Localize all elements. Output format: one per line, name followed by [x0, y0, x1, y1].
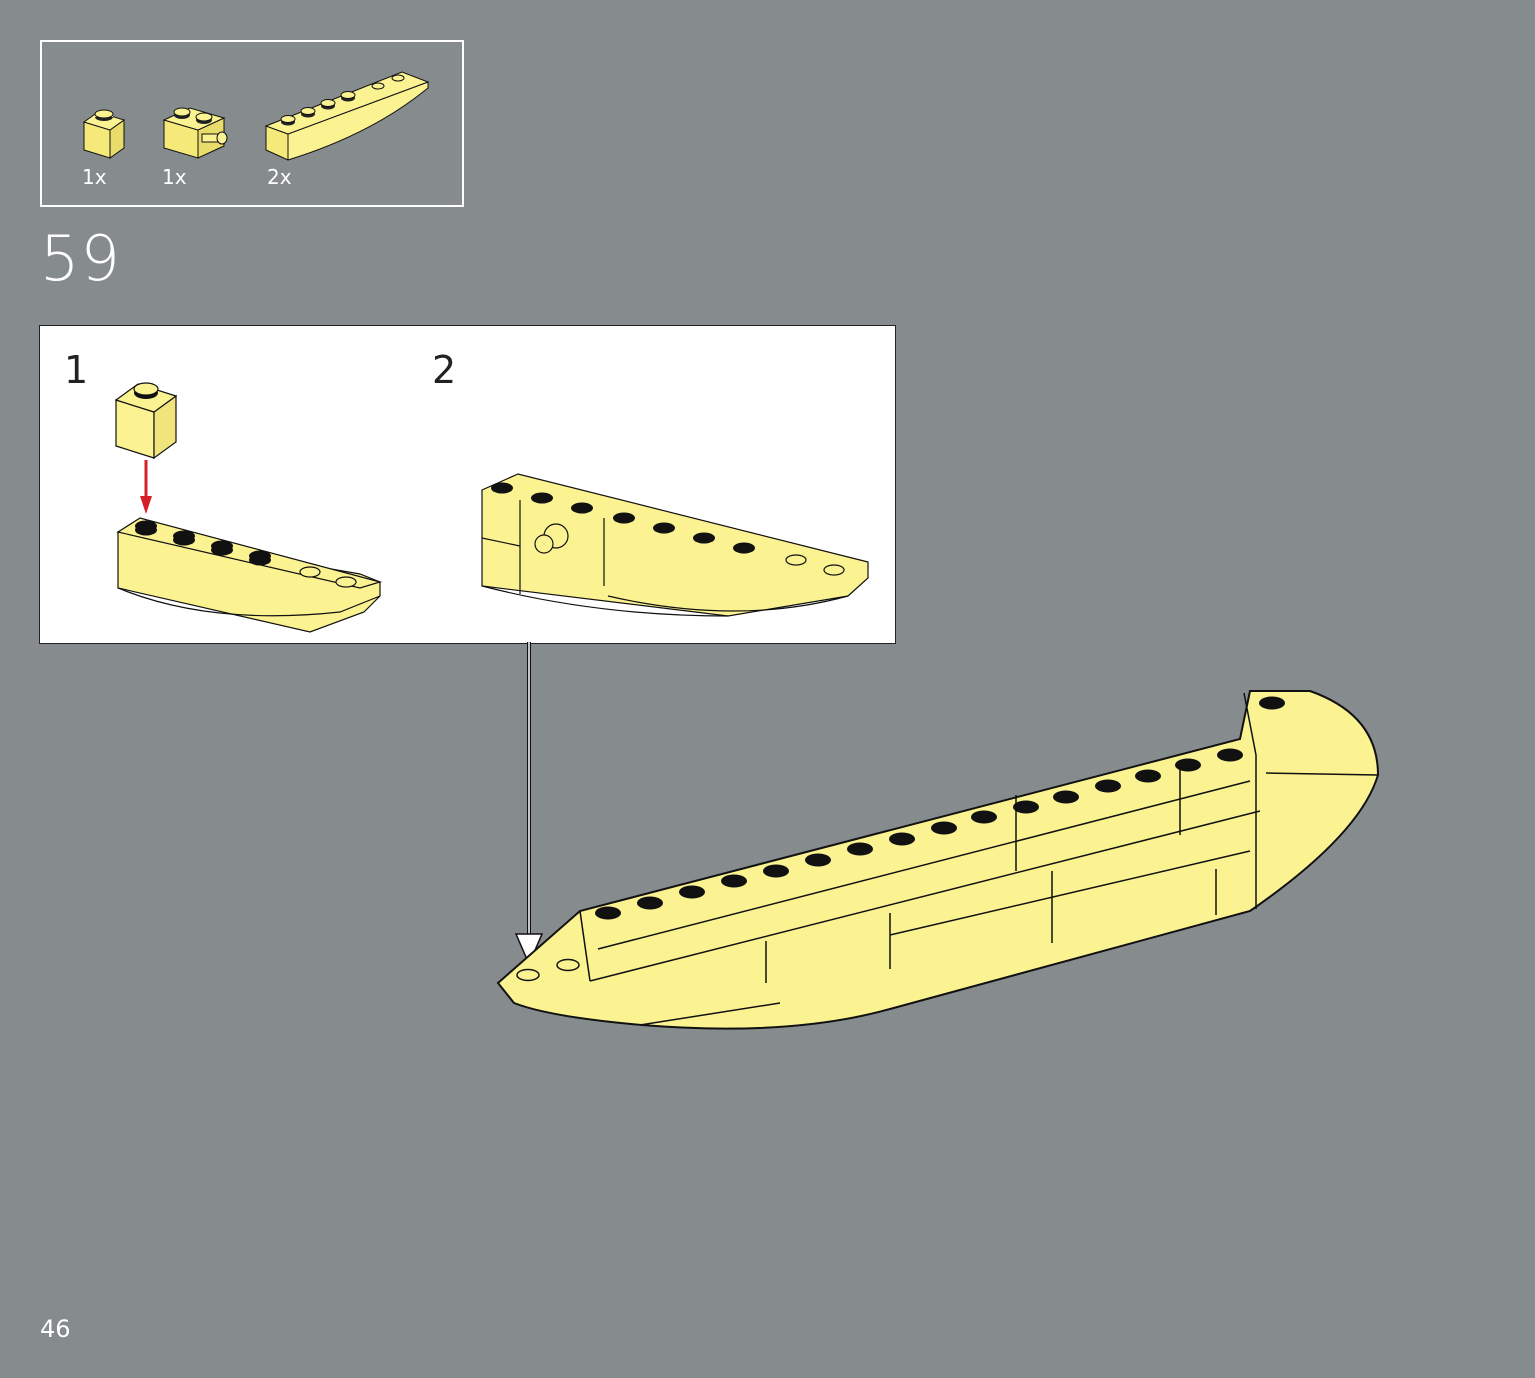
substep-number: 2 [432, 348, 457, 392]
part-quantity: 1x [162, 165, 187, 189]
stud-row [516, 696, 1285, 982]
part-quantity: 2x [267, 165, 292, 189]
slope-curved-long-icon [264, 71, 430, 161]
parts-list-box: 1x 1x 2x [40, 40, 464, 207]
brick-1x1-icon [114, 382, 178, 460]
subassembly-callout: 1 2 [39, 325, 896, 644]
main-model-illustration [496, 690, 1380, 1030]
red-arrow-icon [140, 460, 152, 514]
slope-curved-long-icon [116, 517, 383, 633]
substep-number: 1 [64, 348, 89, 392]
substep-2-illustration [481, 473, 869, 617]
part-quantity: 1x [82, 165, 107, 189]
step-number: 59 [40, 222, 121, 295]
substep-1-illustration [114, 382, 383, 633]
brick-1x1-icon [82, 109, 126, 159]
brick-1x2-with-pin-icon [162, 107, 228, 159]
page-number: 46 [40, 1315, 71, 1343]
placement-arrow-icon [514, 642, 544, 966]
